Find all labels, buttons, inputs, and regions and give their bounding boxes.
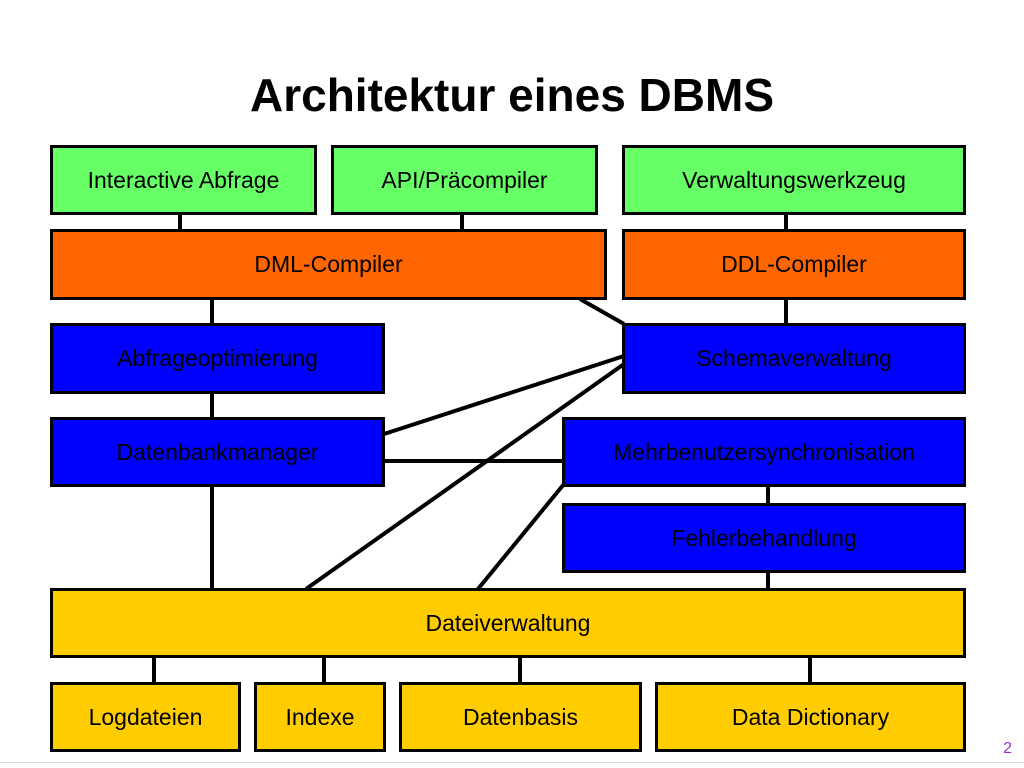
box-verwaltungswerkzeug: Verwaltungswerkzeug [622, 145, 966, 215]
box-data-dictionary: Data Dictionary [655, 682, 966, 752]
box-dateiverwaltung: Dateiverwaltung [50, 588, 966, 658]
box-api-precompiler: API/Präcompiler [331, 145, 598, 215]
box-dml-compiler: DML-Compiler [50, 229, 607, 300]
box-mehrbenutzersynchronisation: Mehrbenutzersynchronisation [562, 417, 966, 487]
box-indexe: Indexe [254, 682, 386, 752]
box-ddl-compiler: DDL-Compiler [622, 229, 966, 300]
box-abfrageoptimierung: Abfrageoptimierung [50, 323, 385, 394]
box-interactive-abfrage: Interactive Abfrage [50, 145, 317, 215]
box-logdateien: Logdateien [50, 682, 241, 752]
connector-dml-to-schema [579, 297, 625, 326]
box-fehlerbehandlung: Fehlerbehandlung [562, 503, 966, 573]
box-datenbasis: Datenbasis [399, 682, 642, 752]
connector-schema-to-dbmanager [383, 354, 625, 436]
slide-title: Architektur eines DBMS [249, 69, 774, 121]
box-schemaverwaltung: Schemaverwaltung [622, 323, 966, 394]
box-datenbankmanager: Datenbankmanager [50, 417, 385, 487]
page-number: 2 [1003, 740, 1012, 757]
connector-schema-to-dateiverwaltung [304, 362, 626, 591]
connector-mehrbenutzer-to-dateiverwaltung [476, 482, 566, 591]
footer-divider [0, 762, 1024, 763]
